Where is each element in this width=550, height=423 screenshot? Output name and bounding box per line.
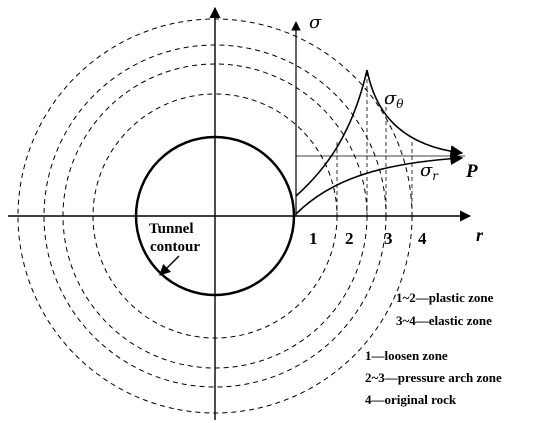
legend-original-rock: 4—original rock [365, 392, 457, 407]
tunnel-label-line2: contour [150, 239, 200, 255]
legend-loosen-zone: 1—loosen zone [365, 348, 448, 363]
sigma-theta-label: σθ [384, 88, 404, 111]
legend-pressure-arch-zone: 2~3—pressure arch zone [365, 370, 502, 385]
tunnel-label-line1: Tunnel [149, 221, 193, 237]
sigma-r-label: σr [420, 160, 439, 183]
tunnel-pointer-arrow [159, 255, 180, 276]
tangential-stress-curve [295, 69, 464, 197]
legend-elastic-zone: 3~4—elastic zone [396, 313, 492, 328]
legend-plastic-zone: 1~2—plastic zone [396, 290, 494, 305]
tunnel-contour-circle [134, 135, 296, 297]
zone-number-4: 4 [418, 229, 427, 248]
p-label: P [465, 161, 478, 182]
radial-stress-curve [295, 152, 464, 215]
sigma-axis-label: σ [309, 12, 322, 33]
zone-number-2: 2 [345, 229, 354, 248]
legend: 1~2—plastic zone 3~4—elastic zone 1—loos… [365, 290, 502, 407]
zone-number-1: 1 [309, 229, 318, 248]
zone-number-3: 3 [384, 229, 393, 248]
r-axis-label: r [476, 225, 484, 245]
